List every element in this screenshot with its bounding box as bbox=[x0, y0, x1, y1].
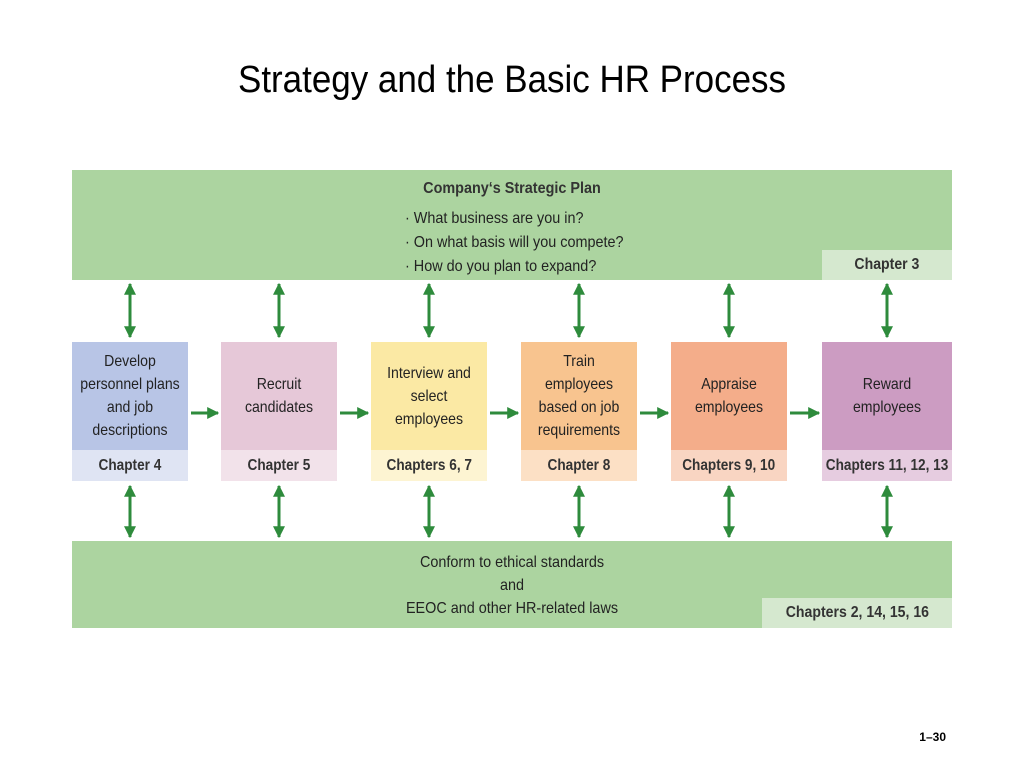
step-box: Develop personnel plans and job descript… bbox=[72, 342, 188, 450]
step-chapter: Chapter 5 bbox=[247, 456, 311, 474]
strategic-plan-question: · What business are you in? bbox=[405, 210, 584, 227]
step-label: Appraise employees bbox=[694, 376, 764, 416]
step-reward: Reward employees Chapters 11, 12, 13 bbox=[822, 342, 952, 481]
step-chapter-tag: Chapter 5 bbox=[221, 450, 337, 481]
step-chapter: Chapters 11, 12, 13 bbox=[825, 456, 949, 474]
step-chapter-tag: Chapter 4 bbox=[72, 450, 188, 481]
step-develop-plans: Develop personnel plans and job descript… bbox=[72, 342, 188, 481]
step-label: Train employees based on job requirement… bbox=[537, 353, 621, 439]
strategic-plan-questions: · What business are you in? · On what ba… bbox=[405, 207, 648, 279]
step-train: Train employees based on job requirement… bbox=[521, 342, 637, 481]
compliance-chapter-tag: Chapters 2, 14, 15, 16 bbox=[762, 598, 952, 628]
step-label: Recruit candidates bbox=[244, 376, 314, 416]
step-chapter-tag: Chapters 11, 12, 13 bbox=[822, 450, 952, 481]
step-label: Interview and select employees bbox=[387, 364, 471, 428]
step-label: Reward employees bbox=[852, 376, 922, 416]
step-interview-select: Interview and select employees Chapters … bbox=[371, 342, 487, 481]
strategic-plan-chapter-tag: Chapter 3 bbox=[822, 250, 952, 280]
step-chapter-tag: Chapters 6, 7 bbox=[371, 450, 487, 481]
step-chapter: Chapter 4 bbox=[98, 456, 162, 474]
compliance-line: EEOC and other HR-related laws bbox=[405, 600, 619, 617]
step-chapter: Chapters 6, 7 bbox=[386, 456, 472, 474]
step-box: Train employees based on job requirement… bbox=[521, 342, 637, 450]
step-chapter: Chapter 8 bbox=[547, 456, 611, 474]
compliance-line: Conform to ethical standards bbox=[419, 554, 605, 571]
step-box: Reward employees bbox=[822, 342, 952, 450]
slide-number: 1–30 bbox=[919, 730, 946, 744]
strategic-plan-question: · On what basis will you compete? bbox=[405, 234, 624, 251]
strategic-plan-band: Company‘s Strategic Plan · What business… bbox=[72, 170, 952, 280]
strategic-plan-heading: Company‘s Strategic Plan bbox=[423, 180, 601, 197]
step-recruit: Recruit candidates Chapter 5 bbox=[221, 342, 337, 481]
page-title: Strategy and the Basic HR Process bbox=[238, 59, 786, 101]
compliance-chapter: Chapters 2, 14, 15, 16 bbox=[785, 604, 929, 621]
step-box: Recruit candidates bbox=[221, 342, 337, 450]
step-chapter: Chapters 9, 10 bbox=[682, 456, 776, 474]
step-chapter-tag: Chapters 9, 10 bbox=[671, 450, 787, 481]
step-box: Interview and select employees bbox=[371, 342, 487, 450]
step-appraise: Appraise employees Chapters 9, 10 bbox=[671, 342, 787, 481]
step-label: Develop personnel plans and job descript… bbox=[80, 353, 180, 439]
strategic-plan-chapter: Chapter 3 bbox=[854, 256, 920, 273]
step-chapter-tag: Chapter 8 bbox=[521, 450, 637, 481]
strategic-plan-question: · How do you plan to expand? bbox=[405, 258, 597, 275]
compliance-line: and bbox=[499, 577, 525, 594]
compliance-band: Conform to ethical standards and EEOC an… bbox=[72, 541, 952, 628]
step-box: Appraise employees bbox=[671, 342, 787, 450]
compliance-text: Conform to ethical standards and EEOC an… bbox=[72, 551, 952, 620]
